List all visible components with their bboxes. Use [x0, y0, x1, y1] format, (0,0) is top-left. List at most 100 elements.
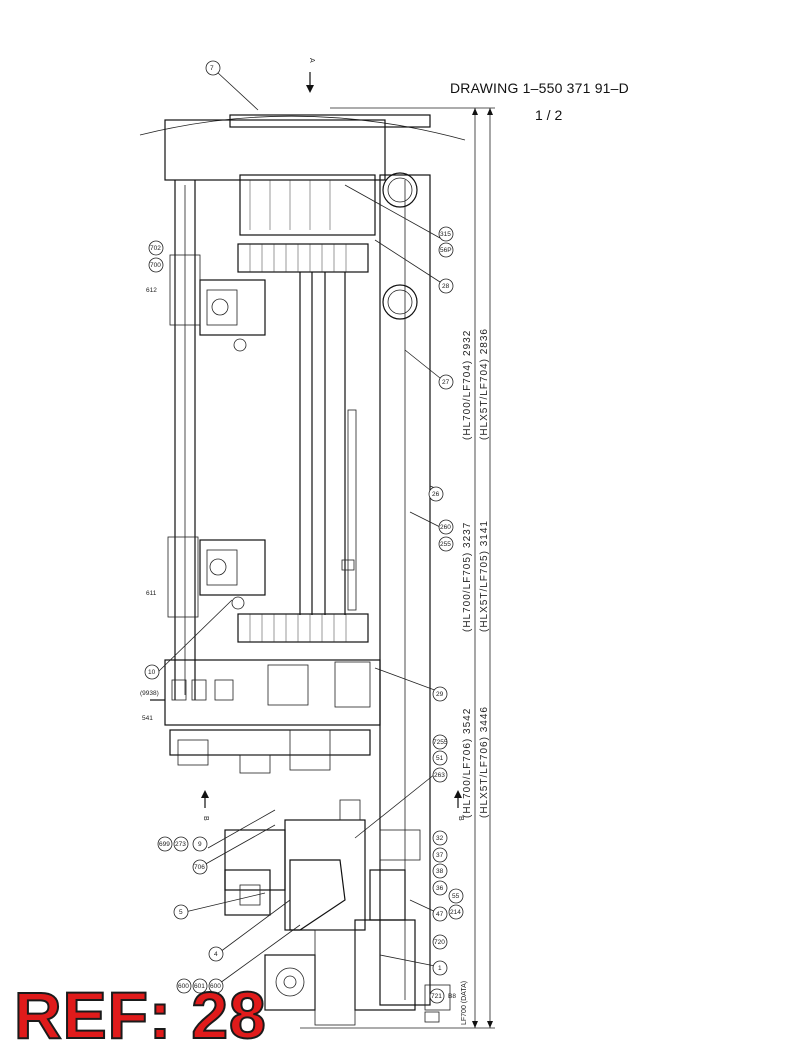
svg-text:4: 4 — [214, 951, 218, 958]
callout-47: 47 — [432, 906, 448, 922]
svg-text:702: 702 — [150, 245, 161, 252]
view-arrow-b-top: B — [201, 790, 209, 821]
upper-gear — [237, 243, 369, 273]
svg-text:541: 541 — [142, 715, 153, 722]
svg-text:27: 27 — [442, 379, 450, 386]
dim-hl700-lf706: (HL700/LF706) 3542 — [462, 708, 473, 818]
callout-600: 600 — [176, 978, 192, 994]
dim-hlx5t-lf704: (HLX5T/LF704) 2836 — [479, 328, 490, 440]
svg-text:721: 721 — [431, 993, 442, 1000]
view-label-b-top: B — [202, 816, 209, 821]
svg-text:720: 720 — [434, 939, 445, 946]
view-arrow-a: A — [306, 58, 315, 93]
callout-7: 7 — [205, 60, 221, 76]
svg-text:32: 32 — [436, 835, 444, 842]
svg-text:29: 29 — [436, 691, 444, 698]
dimension-lines — [300, 107, 495, 1029]
svg-text:273: 273 — [175, 841, 186, 848]
view-label-b-bottom: B — [457, 816, 464, 821]
svg-text:(9938): (9938) — [140, 690, 159, 697]
svg-text:36: 36 — [436, 885, 444, 892]
svg-text:47: 47 — [436, 911, 444, 918]
callout-b8-label: B8 — [448, 993, 456, 1000]
dim-hlx5t-lf705: (HLX5T/LF705) 3141 — [479, 520, 490, 632]
callout-29: 29 — [432, 686, 448, 702]
lower-gear — [237, 613, 369, 643]
svg-text:612: 612 — [146, 287, 157, 294]
reference-label: REF: 28 — [13, 978, 267, 1052]
callout-611-label: 611 — [146, 590, 157, 597]
callout-601: 601 — [192, 978, 208, 994]
leader-lines — [157, 71, 441, 984]
svg-text:214: 214 — [450, 909, 461, 916]
callout-7255: 7255 — [432, 734, 448, 750]
callout-541-label: 541 — [142, 715, 153, 722]
svg-text:51: 51 — [436, 755, 444, 762]
callout-36: 36 — [432, 880, 448, 896]
svg-text:700: 700 — [150, 262, 161, 269]
callout-38: 38 — [432, 863, 448, 879]
callout-612-label: 612 — [146, 287, 157, 294]
dim-hl700-lf704: (HL700/LF704) 2932 — [462, 330, 473, 440]
callout-315: 315 — [438, 226, 454, 242]
svg-text:B8: B8 — [448, 993, 456, 1000]
lower-carriage — [150, 659, 381, 774]
callout-51: 51 — [432, 750, 448, 766]
main-frame — [164, 114, 431, 1006]
drive-unit — [224, 799, 451, 1026]
svg-text:600: 600 — [210, 983, 221, 990]
callout-10: 10 — [144, 664, 160, 680]
svg-text:5: 5 — [179, 909, 183, 916]
dim-hl700-lf705: (HL700/LF705) 3237 — [462, 522, 473, 632]
svg-text:55: 55 — [452, 893, 460, 900]
svg-text:7: 7 — [210, 65, 214, 72]
callout-720: 720 — [432, 934, 448, 950]
callout-9: 9 — [192, 836, 208, 852]
view-arrow-b-bottom: B — [454, 790, 464, 821]
callout-37: 37 — [432, 847, 448, 863]
svg-text:611: 611 — [146, 590, 157, 597]
drum-arc — [139, 115, 466, 141]
svg-text:7255: 7255 — [433, 739, 448, 746]
rollers-right — [382, 172, 418, 320]
svg-text:9: 9 — [198, 841, 202, 848]
svg-text:260: 260 — [440, 524, 451, 531]
svg-text:26: 26 — [432, 491, 440, 498]
svg-text:255: 255 — [440, 541, 451, 548]
svg-text:315: 315 — [440, 231, 451, 238]
callout-4: 4 — [208, 946, 224, 962]
view-label-a: A — [308, 58, 315, 63]
callout-5: 5 — [173, 904, 189, 920]
callout-214: 214 — [448, 904, 464, 920]
svg-text:10: 10 — [148, 669, 156, 676]
svg-text:600: 600 — [178, 983, 189, 990]
sheet-number: 1 / 2 — [535, 107, 563, 123]
svg-text:263: 263 — [434, 772, 445, 779]
svg-text:56P: 56P — [440, 247, 452, 254]
callout-273: 273 — [173, 836, 189, 852]
svg-text:37: 37 — [436, 852, 444, 859]
svg-text:28: 28 — [442, 283, 450, 290]
callout-27: 27 — [438, 374, 454, 390]
callout-28: 28 — [438, 278, 454, 294]
callout-721: 721 — [429, 988, 445, 1004]
callout-700: 700 — [148, 257, 164, 273]
callout-255: 255 — [438, 536, 454, 552]
callout-1: 1 — [432, 960, 448, 976]
callout-26: 26 — [428, 486, 444, 502]
callout-55: 55 — [448, 888, 464, 904]
callout-699: 699 — [157, 836, 173, 852]
lf700-data-note: LF700 (DATA) — [461, 981, 468, 1025]
svg-text:601: 601 — [194, 983, 205, 990]
svg-text:38: 38 — [436, 868, 444, 875]
svg-text:699: 699 — [159, 841, 170, 848]
drawing-number: DRAWING 1–550 371 91–D — [450, 80, 629, 96]
roller-shafts — [299, 272, 357, 615]
lower-bearing — [167, 536, 266, 618]
callout-263: 263 — [432, 767, 448, 783]
callout-9938-label: (9938) — [140, 690, 159, 697]
dim-hlx5t-lf706: (HLX5T/LF706) 3446 — [479, 706, 490, 818]
svg-text:706: 706 — [194, 864, 205, 871]
callout-32: 32 — [432, 830, 448, 846]
